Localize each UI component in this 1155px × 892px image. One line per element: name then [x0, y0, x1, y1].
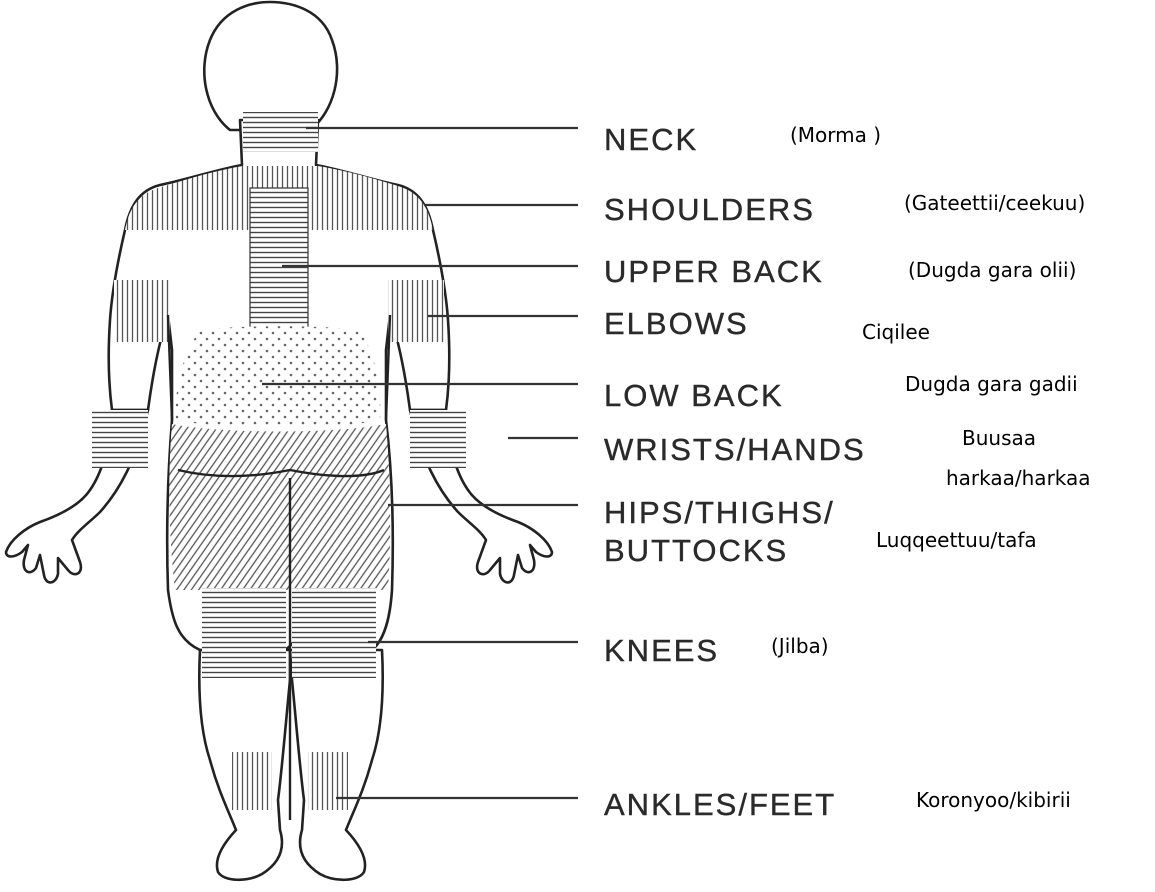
- knee-right-shading: [292, 588, 376, 678]
- low-back-shading: [176, 326, 381, 427]
- label-knees-oromo: (Jilba): [771, 626, 829, 666]
- label-upperback: UPPER BACK: [604, 253, 824, 291]
- wrist-right-shading: [410, 410, 466, 468]
- label-buttocks: BUTTOCKS: [604, 532, 788, 570]
- label-lowback-oromo: Dugda gara gadii: [905, 364, 1078, 404]
- ankle-right-shading: [308, 752, 348, 810]
- upper-back-shading: [250, 188, 308, 328]
- label-neck: NECK: [604, 121, 698, 159]
- label-neck-oromo: (Morma ): [790, 115, 881, 155]
- label-hips: HIPS/THIGHS/: [604, 494, 835, 532]
- knee-left-shading: [202, 588, 286, 678]
- label-elbows: ELBOWS: [604, 305, 749, 343]
- label-ankles-oromo: Koronyoo/kibirii: [916, 780, 1071, 820]
- label-upperback-oromo: (Dugda gara olii): [908, 250, 1076, 290]
- ankle-left-shading: [232, 752, 272, 810]
- elbow-left-shading: [114, 280, 170, 342]
- wrist-left-shading: [92, 410, 148, 468]
- label-knees: KNEES: [604, 632, 719, 670]
- neck-shading: [243, 112, 318, 152]
- elbow-right-shading: [388, 280, 444, 342]
- label-wrists-oromo-2: harkaa/harkaa: [946, 458, 1091, 498]
- label-shoulders-oromo: (Gateettii/ceekuu): [904, 183, 1085, 223]
- label-elbows-oromo: Ciqilee: [862, 312, 930, 352]
- head: [204, 2, 337, 130]
- hips-shading: [169, 424, 390, 590]
- label-shoulders: SHOULDERS: [604, 191, 815, 229]
- label-lowback: LOW BACK: [604, 377, 784, 415]
- label-hips-oromo: Luqqeettuu/tafa: [876, 520, 1037, 560]
- label-ankles: ANKLES/FEET: [604, 786, 836, 824]
- label-wrists-oromo: Buusaa: [962, 418, 1036, 458]
- label-wrists: WRISTS/HANDS: [604, 431, 866, 469]
